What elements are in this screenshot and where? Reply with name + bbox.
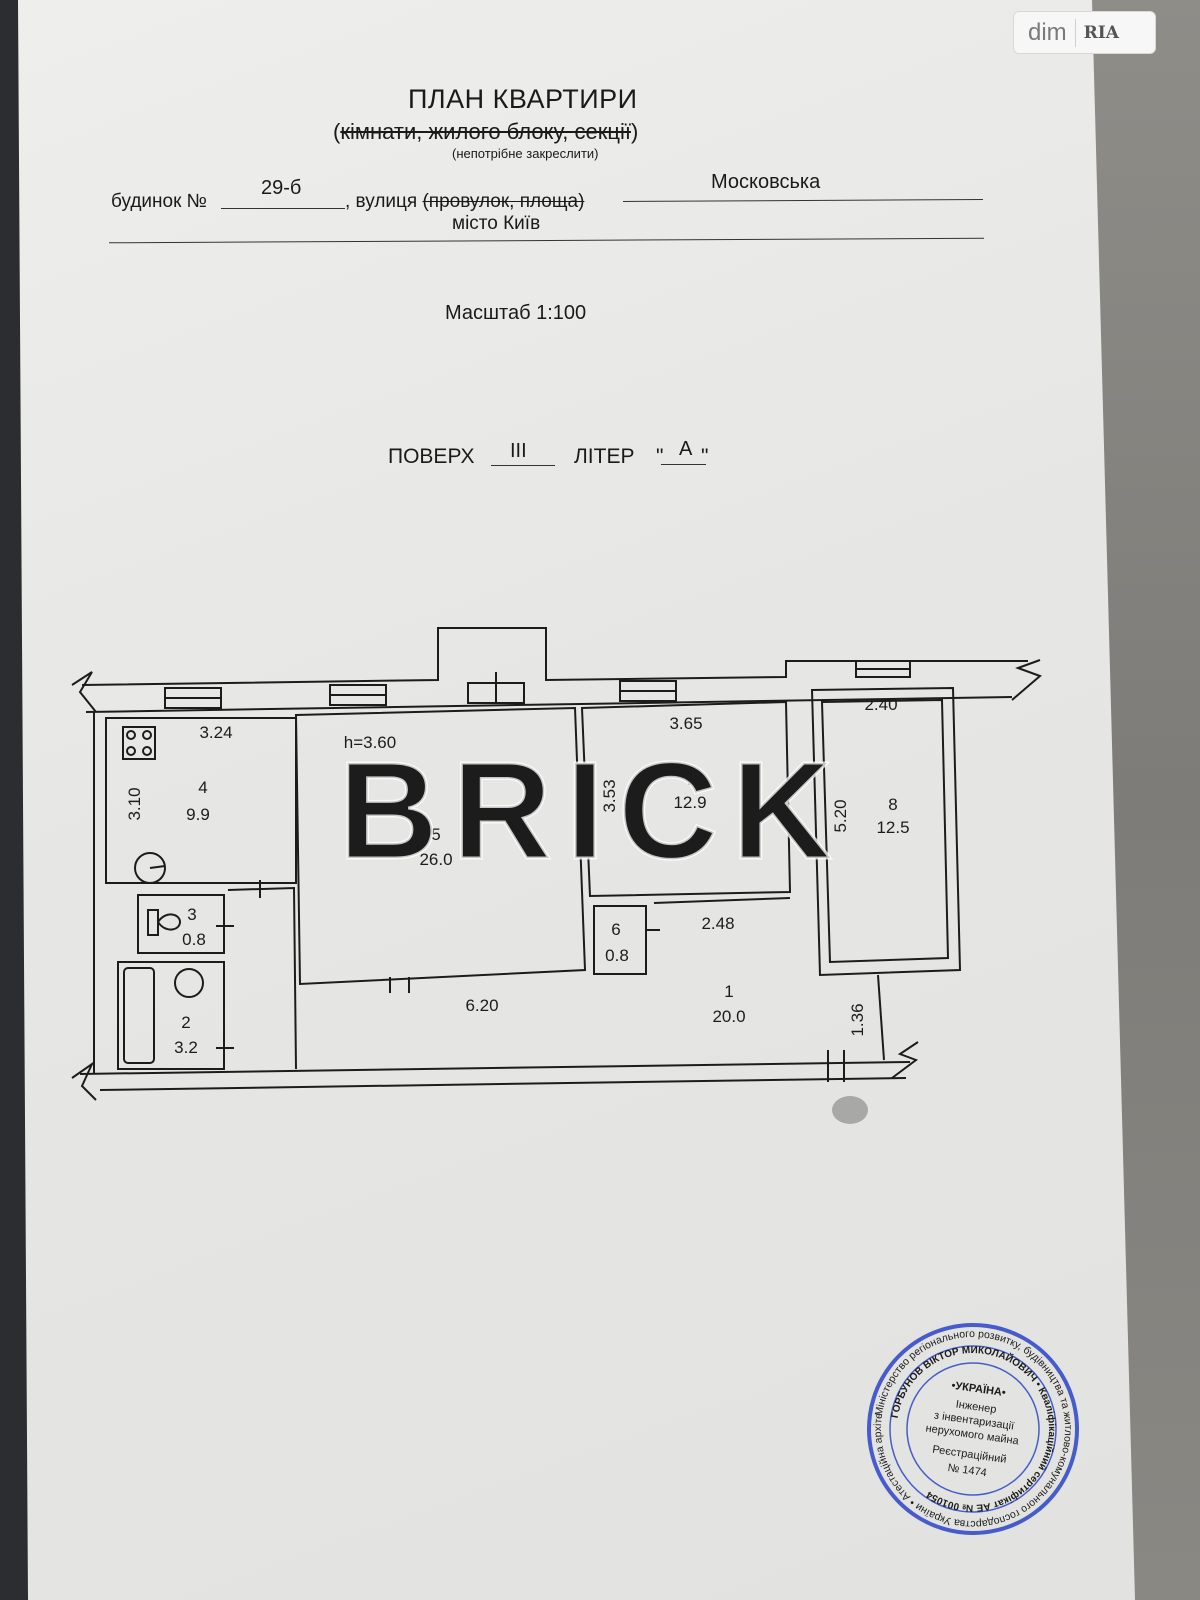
street-name: Московська — [711, 171, 821, 193]
stamp-center-reg: Реєстраційний — [932, 1444, 1008, 1466]
liter-quote-close: " — [701, 445, 709, 468]
room-7-area: 12.9 — [673, 793, 706, 812]
outer-wall-bottom-inner — [99, 1077, 907, 1091]
dim-room7-depth: 3.53 — [600, 779, 619, 812]
dim-kitchen-depth: 3.10 — [125, 787, 144, 820]
dim-hall-depth: 1.36 — [848, 1003, 867, 1036]
room-7-number: 7 — [685, 770, 694, 789]
stamp-center-number: № 1474 — [947, 1462, 988, 1479]
room-6-area: 0.8 — [605, 946, 629, 965]
kitchen-sink-icon — [134, 852, 166, 884]
document-title: ПЛАН КВАРТИРИ — [408, 84, 638, 114]
house-underline — [221, 208, 345, 209]
subtitle-paren-close: ) — [630, 119, 639, 144]
toilet-icon — [147, 909, 182, 936]
dim-logo-text: dim — [1028, 18, 1067, 46]
window-living — [329, 684, 387, 706]
strike-note: (непотрібне закреслити) — [452, 146, 599, 161]
break-right-bottom — [891, 1041, 919, 1079]
liter-label: ЛІТЕР — [574, 445, 635, 468]
stamp-center-role: Інженер — [955, 1398, 997, 1416]
outer-wall-top-inner — [85, 696, 1013, 713]
room-2-number: 2 — [181, 1013, 190, 1032]
room-1-area: 20.0 — [712, 1007, 745, 1026]
window-room7 — [619, 680, 677, 702]
dimria-badge[interactable]: dim RIA — [1013, 11, 1156, 54]
street-label-struck: (провулок, площа) — [422, 191, 585, 212]
outer-wall-top — [81, 627, 1028, 686]
dim-room8-depth: 5.20 — [831, 799, 850, 832]
floor-number: III — [510, 440, 527, 462]
room-4-area: 9.9 — [186, 805, 210, 824]
street-label-plain: , вулиця — [345, 191, 418, 212]
pantry-walls — [593, 905, 647, 975]
room-1-number: 1 — [724, 982, 733, 1001]
room-6-number: 6 — [611, 920, 620, 939]
liter-value: А — [679, 438, 693, 460]
room-3-number: 3 — [187, 905, 196, 924]
break-right-top — [1011, 659, 1042, 701]
room8-walls — [810, 686, 962, 977]
kitchen-walls — [105, 717, 297, 884]
ink-smudge — [832, 1096, 868, 1124]
dim-room8-width: 2.40 — [864, 695, 897, 714]
liter-underline — [661, 464, 706, 465]
room-2-area: 3.2 — [174, 1038, 198, 1057]
dim-hall-width: 2.48 — [701, 914, 734, 933]
floor-label: ПОВЕРХ — [388, 445, 475, 468]
floor-underline — [491, 465, 555, 466]
room7-walls — [580, 700, 792, 898]
dim-room7-width: 3.65 — [669, 714, 702, 733]
room-8-area: 12.5 — [876, 818, 909, 837]
room-8-number: 8 — [888, 795, 897, 814]
city-name: місто Київ — [452, 213, 541, 234]
break-left-bottom — [71, 1061, 97, 1101]
document-subtitle: (кімнати, жилого блоку, секції) — [333, 119, 638, 145]
dim-living-width: 6.20 — [465, 996, 498, 1015]
window-living-2 — [467, 672, 525, 704]
bathroom-walls — [117, 961, 225, 1070]
toilet-walls — [137, 894, 225, 954]
outer-wall-right — [877, 974, 885, 1061]
room-5-area: 26.0 — [419, 850, 452, 869]
bathtub-icon — [123, 967, 155, 1064]
subtitle-paren-open: ( — [333, 119, 341, 144]
outer-wall-bottom — [79, 1061, 911, 1075]
bath-sink-icon — [174, 968, 204, 998]
window-kitchen — [164, 687, 222, 709]
stamp-center-country: •УКРАЇНА• — [951, 1379, 1007, 1399]
house-label: будинок № — [111, 191, 208, 212]
break-left-top — [71, 671, 97, 713]
ria-logo-text: RIA — [1083, 22, 1119, 43]
room-3-area: 0.8 — [182, 930, 206, 949]
house-number: 29-б — [261, 177, 302, 199]
scale-label: Масштаб 1:100 — [445, 302, 587, 324]
room-5-number: 5 — [431, 825, 440, 844]
ceiling-height: h=3.60 — [344, 733, 396, 752]
liter-quote-open: " — [656, 445, 664, 468]
badge-divider — [1074, 18, 1076, 47]
window-room8 — [855, 660, 911, 678]
subtitle-struck-text: кімнати, жилого блоку, секції — [340, 119, 631, 144]
stove-icon — [122, 726, 156, 760]
living-walls — [294, 706, 587, 986]
brick-watermark: BRICK — [339, 734, 846, 888]
street-label: , вулиця (провулок, площа) — [345, 191, 584, 213]
room-4-number: 4 — [198, 778, 207, 797]
dim-kitchen-width: 3.24 — [199, 723, 232, 742]
